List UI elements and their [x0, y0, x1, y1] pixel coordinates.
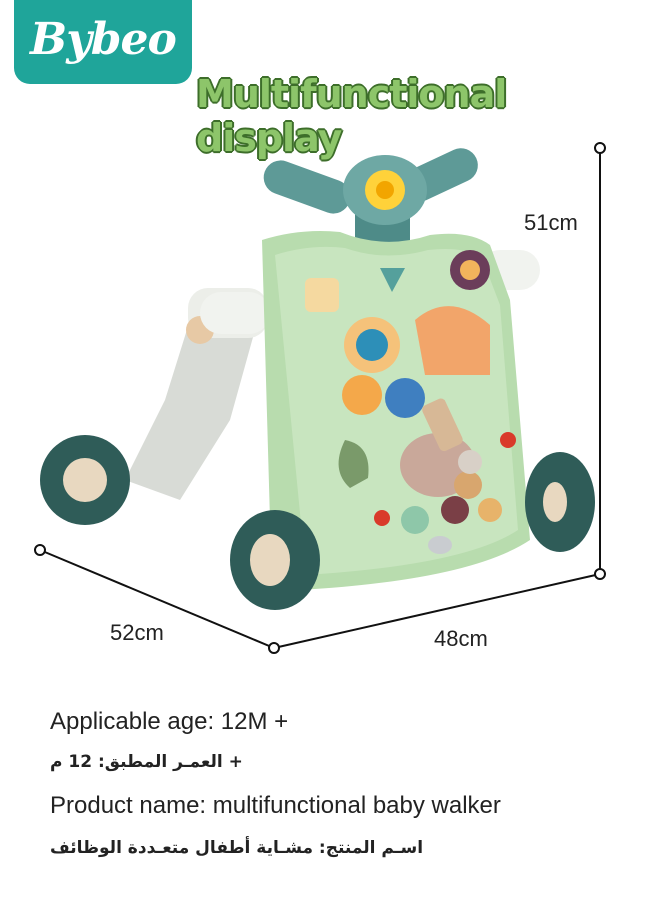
- activity-toys: [305, 250, 516, 554]
- brand-name: Bybeo: [30, 14, 177, 65]
- width-label: 48cm: [434, 626, 488, 651]
- age-ar: + العمـر المطبق: 12 م: [50, 752, 243, 772]
- brand-logo: Bybeo: [14, 0, 192, 84]
- wheel-front-left: [230, 510, 320, 610]
- walker-handlebar: [263, 148, 478, 255]
- height-label: 51cm: [524, 210, 578, 235]
- page-headline: Multifunctional display: [196, 72, 507, 160]
- wheel-front-right: [525, 452, 595, 552]
- product-name-en: Product name: multifunctional baby walke…: [50, 792, 501, 819]
- depth-label: 52cm: [110, 620, 164, 645]
- side-handle-left: [200, 292, 270, 334]
- product-name-ar: اسـم المنتج: مشـاية أطفال متعـددة الوظائ…: [50, 838, 424, 858]
- age-en: Applicable age: 12M +: [50, 708, 289, 735]
- dimension-lines: [34, 142, 606, 654]
- wheel-back-left: [40, 435, 130, 525]
